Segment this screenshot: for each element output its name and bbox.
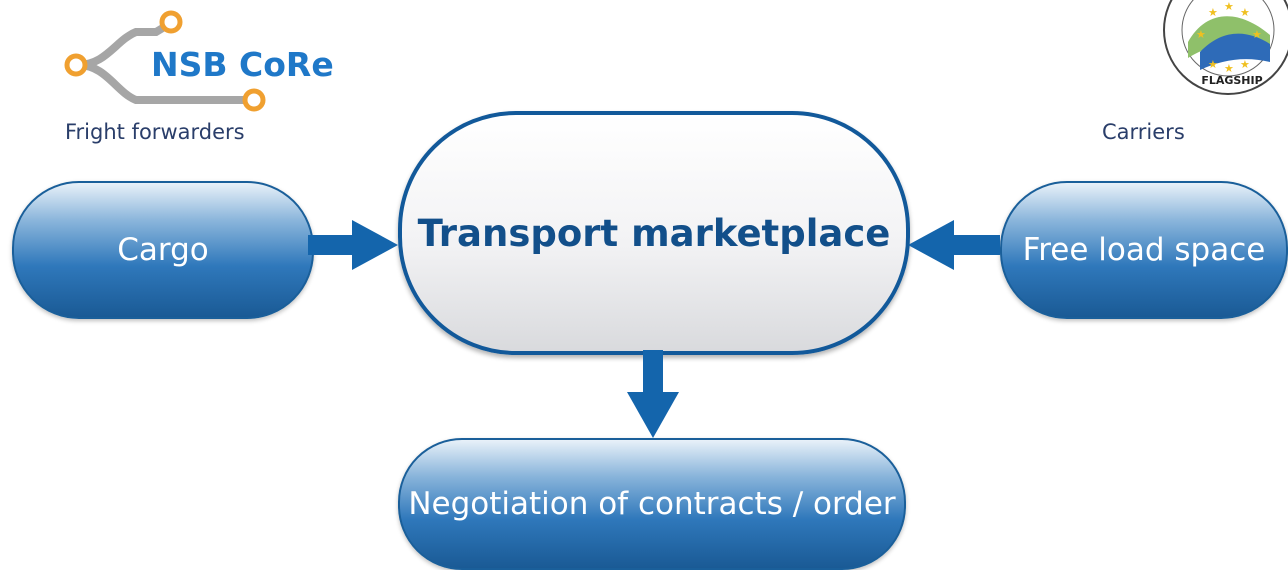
svg-text:★: ★ [1224,0,1234,13]
svg-text:★: ★ [1224,62,1234,75]
arrow-cargo-to-marketplace [308,220,398,270]
arrow-loadspace-to-marketplace [908,220,1000,270]
svg-text:★: ★ [1196,28,1206,41]
free-load-space-node: Free load space [1000,181,1288,319]
arrow-marketplace-to-negotiation [627,350,679,438]
negotiation-label: Negotiation of contracts / order [408,486,896,522]
svg-text:★: ★ [1208,58,1218,71]
svg-text:★: ★ [1240,6,1250,19]
transport-marketplace-label: Transport marketplace [417,211,891,255]
negotiation-node: Negotiation of contracts / order [398,438,906,570]
flagship-seal-icon: ★★★ ★★ ★★★ FLAGSHIP [1163,0,1288,95]
cargo-node: Cargo [12,181,314,319]
badge-flagship-text: FLAGSHIP [1201,74,1262,87]
logo-text: NSB CoRe [151,45,334,84]
svg-text:★: ★ [1240,58,1250,71]
free-load-space-label: Free load space [1022,232,1266,268]
logo-graphic [64,10,266,112]
left-caption: Fright forwarders [65,120,245,144]
right-caption: Carriers [1102,120,1185,144]
svg-text:★: ★ [1252,28,1262,41]
svg-text:★: ★ [1208,6,1218,19]
cargo-label: Cargo [117,232,209,268]
flagship-badge: ★★★ ★★ ★★★ FLAGSHIP [1148,0,1288,100]
transport-marketplace-node: Transport marketplace [398,111,910,355]
nsb-core-logo: NSB CoRe [36,8,334,118]
